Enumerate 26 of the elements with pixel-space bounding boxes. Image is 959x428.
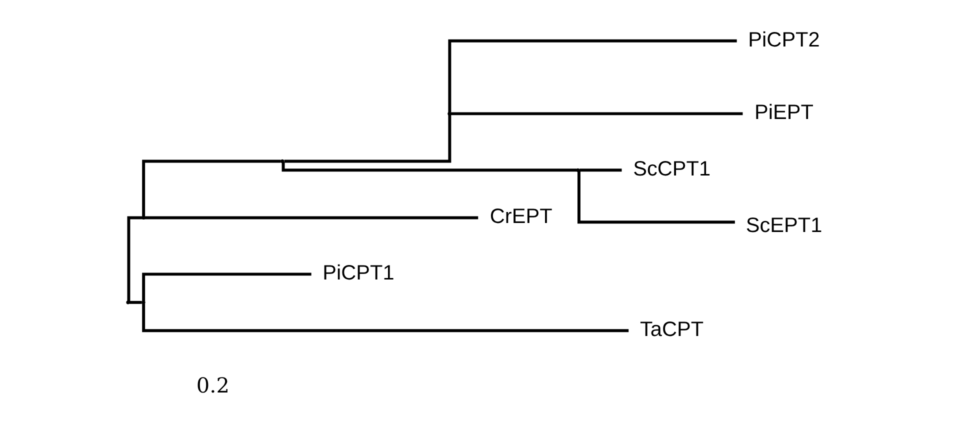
- connector: [142, 304, 628, 332]
- connector: [144, 216, 478, 220]
- node-text: PiEPT: [754, 101, 813, 124]
- node-point: [447, 112, 451, 116]
- node-text: PiCPT2: [748, 28, 820, 52]
- connector: [448, 39, 736, 112]
- connector: [284, 114, 451, 163]
- node-text: CrEPT: [489, 205, 552, 228]
- node-point: [126, 300, 130, 304]
- node-text: TaCPT: [640, 318, 704, 342]
- node-text: ScCPT1: [632, 158, 710, 181]
- connector: [126, 216, 142, 302]
- node-point: [141, 216, 145, 220]
- connector: [128, 300, 142, 304]
- node-text: PiCPT1: [322, 262, 394, 285]
- connector: [142, 160, 280, 216]
- label: 0.2: [196, 374, 229, 398]
- node-point: [141, 300, 145, 304]
- node-point: [280, 159, 284, 164]
- connector: [576, 170, 734, 224]
- connector: [450, 112, 742, 116]
- node-text: ScEPT1: [745, 214, 822, 238]
- connector: [579, 168, 622, 172]
- node-point: [576, 168, 580, 172]
- connector: [281, 162, 576, 172]
- connector: [142, 272, 311, 302]
